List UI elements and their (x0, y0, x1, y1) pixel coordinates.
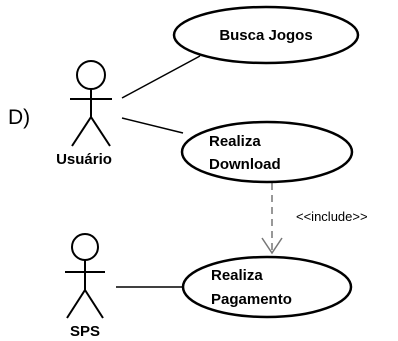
actor-usuario-left-leg (71, 116, 92, 147)
use-case-realiza-pagamento-line1: Realiza (211, 267, 263, 284)
actor-sps-right-leg (84, 289, 104, 319)
use-case-busca-jogos-ellipse (172, 5, 360, 65)
actor-usuario: Usuário (56, 60, 112, 168)
association-usuario-download (121, 117, 184, 134)
actor-sps-head (71, 233, 99, 261)
actor-sps: SPS (65, 233, 105, 340)
actor-usuario-head (76, 60, 106, 90)
actor-sps-left-leg (66, 289, 86, 319)
association-usuario-busca (121, 55, 201, 99)
use-case-realiza-pagamento: Realiza Pagamento (181, 255, 353, 319)
use-case-busca-jogos-label: Busca Jogos (219, 27, 312, 44)
question-label: D) (8, 106, 30, 129)
actor-usuario-name: Usuário (56, 151, 112, 168)
actor-sps-name: SPS (70, 323, 100, 340)
use-case-realiza-pagamento-ellipse (181, 255, 353, 319)
actor-usuario-right-leg (90, 116, 111, 147)
include-label: <<include>> (296, 209, 368, 224)
use-case-realiza-download-line2: Download (209, 156, 281, 173)
use-case-realiza-pagamento-line2: Pagamento (211, 291, 292, 308)
use-case-realiza-download-ellipse (180, 120, 354, 184)
use-case-busca-jogos: Busca Jogos (172, 5, 360, 65)
include-arrowhead (261, 237, 283, 255)
use-case-realiza-download-line1: Realiza (209, 133, 261, 150)
use-case-realiza-download: Realiza Download (180, 120, 354, 184)
